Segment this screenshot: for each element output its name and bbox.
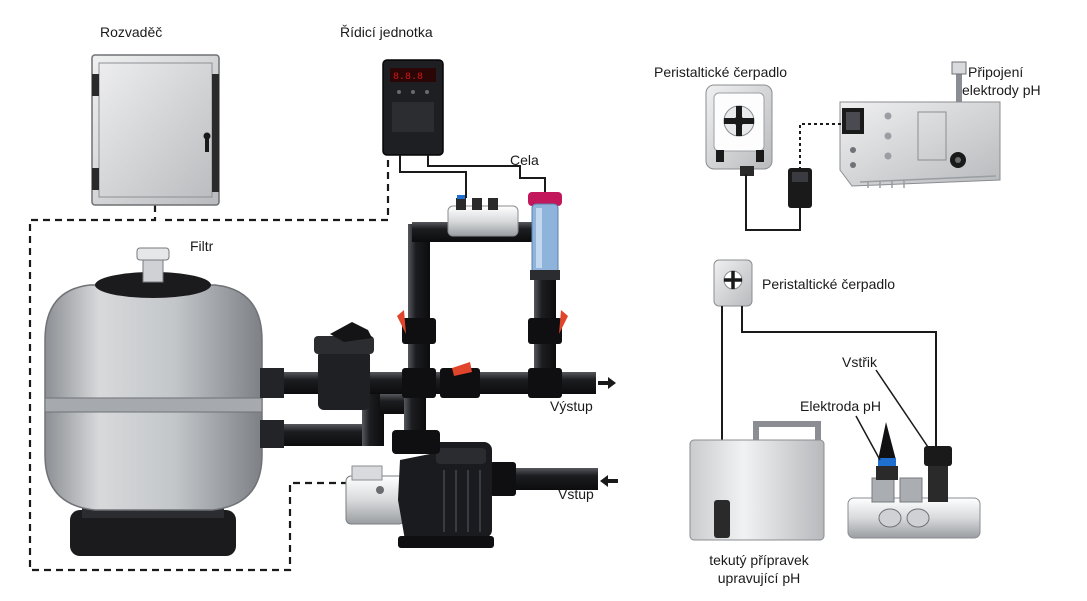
sensor-manifold bbox=[447, 195, 519, 237]
outlet-label: Výstup bbox=[550, 398, 593, 414]
dotted-signal-link bbox=[799, 123, 842, 170]
power-wiring bbox=[28, 160, 390, 572]
sand-filter bbox=[44, 247, 284, 556]
filter-label: Filtr bbox=[190, 238, 214, 254]
liquid-label-1: tekutý přípravek bbox=[709, 552, 809, 568]
liquid-label-2: upravující pH bbox=[717, 570, 801, 586]
valve-handles bbox=[397, 310, 568, 376]
electrode-connection-label-1: Připojení bbox=[968, 64, 1024, 80]
electrolytic-cell bbox=[528, 192, 562, 280]
pump-top-label: Peristaltické čerpadlo bbox=[654, 64, 788, 80]
liquid-container bbox=[689, 421, 825, 541]
label-leader-lines bbox=[855, 369, 931, 461]
peristaltic-pump-bottom bbox=[713, 259, 753, 307]
svg-text:8.8.8: 8.8.8 bbox=[393, 72, 423, 83]
pump-power-plug bbox=[788, 168, 812, 208]
injection-label: Vstřik bbox=[842, 354, 877, 370]
circulation-pump bbox=[345, 430, 494, 548]
inlet-label: Vstup bbox=[558, 486, 594, 502]
peristaltic-pump-top bbox=[705, 84, 773, 176]
multiport-valve bbox=[314, 322, 374, 410]
flow-arrows bbox=[598, 377, 618, 487]
cell-label: Cela bbox=[510, 152, 539, 168]
upper-wiring bbox=[745, 174, 801, 231]
switchboard-cabinet bbox=[91, 54, 220, 206]
ph-electrode bbox=[876, 422, 898, 480]
control-unit-label: Řídicí jednotka bbox=[340, 24, 433, 40]
electrode-ph-label: Elektroda pH bbox=[800, 398, 881, 414]
control-wiring bbox=[399, 155, 546, 198]
control-unit: 8.8.8 bbox=[382, 59, 444, 156]
electrode-connection-label-2: elektrody pH bbox=[962, 82, 1041, 98]
injection-pipe bbox=[847, 446, 981, 539]
pump-bottom-label: Peristaltické čerpadlo bbox=[762, 276, 896, 292]
dosing-controller bbox=[839, 61, 1001, 188]
switchboard-label: Rozvaděč bbox=[100, 24, 163, 40]
